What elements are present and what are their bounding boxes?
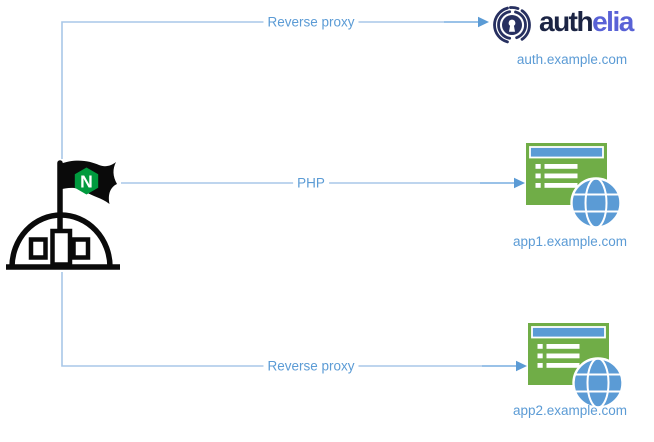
keyhole-icon: [508, 19, 516, 32]
connector-reverse-proxy-app2: [61, 272, 517, 367]
authelia-wordmark-suffix: elia: [592, 6, 634, 37]
arrowhead-auth: [478, 16, 489, 28]
nginx-hexagon-icon: [74, 167, 99, 195]
building-window-left: [28, 237, 48, 260]
connector-reverse-proxy-auth: [61, 21, 479, 159]
app2-domain-label: app2.example.com: [512, 403, 628, 418]
app1-domain-label: app1.example.com: [512, 234, 628, 249]
arrowhead-app1: [514, 177, 525, 189]
authelia-wordmark: authelia: [539, 6, 634, 38]
authelia-logo-icon: [493, 6, 531, 44]
connector-label-reverse-proxy-auth: Reverse proxy: [263, 14, 359, 30]
connector-label-php: PHP: [293, 175, 329, 191]
app1-icon: [524, 141, 622, 229]
nginx-server-icon: N: [6, 160, 120, 270]
arrowhead-app2: [516, 360, 527, 372]
app2-icon: [526, 321, 624, 409]
building-window-right: [71, 237, 91, 260]
authelia-wordmark-prefix: auth: [539, 6, 594, 37]
connector-label-reverse-proxy-app2: Reverse proxy: [263, 358, 359, 374]
nginx-flag-letter: N: [80, 172, 93, 192]
building-door: [50, 228, 73, 267]
auth-domain-label: auth.example.com: [516, 52, 628, 67]
